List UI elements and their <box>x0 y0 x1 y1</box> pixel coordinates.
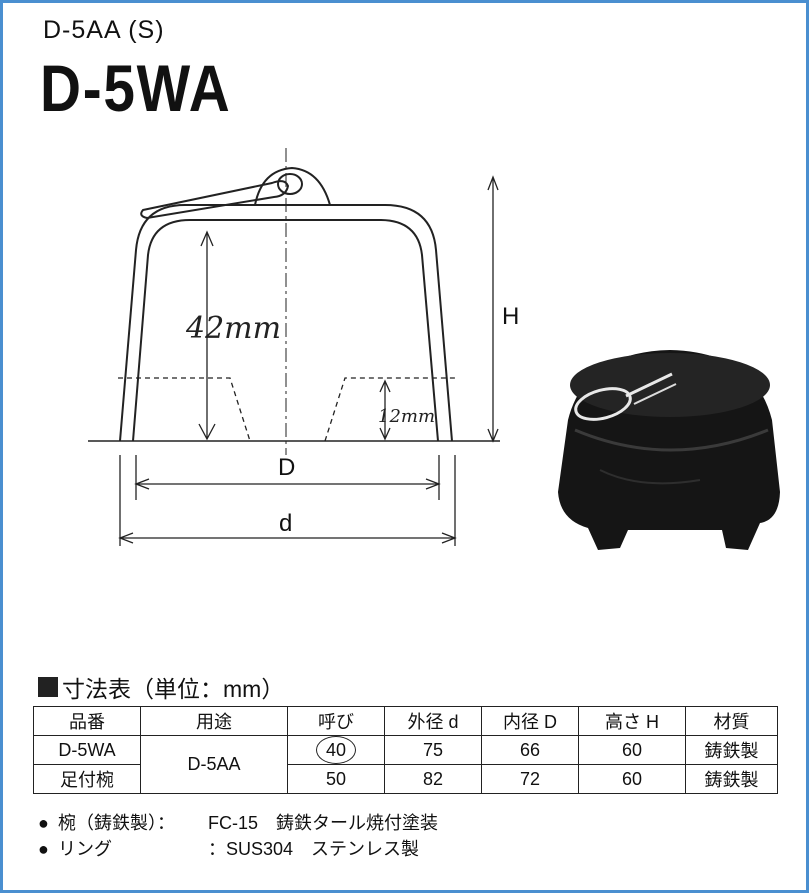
cell-inner: 72 <box>481 764 579 794</box>
annotation-12mm: 12mm <box>378 406 435 427</box>
note-label: 椀（鋳鉄製）： <box>58 813 175 833</box>
material-notes: ● 椀（鋳鉄製）： FC-15 鋳鉄タール焼付塗装 ● リング ：SUS304 … <box>38 810 438 862</box>
col-header-material: 材質 <box>685 706 778 736</box>
col-header-use: 用途 <box>140 706 288 736</box>
heading-square-icon <box>38 677 58 697</box>
col-header-height-H: 高さ H <box>578 706 686 736</box>
note-bullet-icon: ● <box>38 813 49 833</box>
cell-material: 鋳鉄製 <box>685 764 778 794</box>
ring-eye <box>277 173 303 195</box>
label-height-H: H <box>502 303 519 330</box>
annotation-42mm: 42mm <box>185 311 281 346</box>
col-header-model: 品番 <box>33 706 141 736</box>
note-value: FC-15 鋳鉄タール焼付塗装 <box>208 813 439 833</box>
foot-hidden-right <box>324 377 455 442</box>
bowl-outer-wall <box>119 204 453 442</box>
top-boss <box>254 166 331 206</box>
col-header-nominal: 呼び <box>287 706 385 736</box>
table-row: 足付椀 50 82 72 60 鋳鉄製 <box>33 764 778 794</box>
cell-material: 鋳鉄製 <box>685 735 778 765</box>
cell-outer: 75 <box>384 735 482 765</box>
col-header-inner-D: 内径 D <box>481 706 579 736</box>
cell-model-line2: 足付椀 <box>33 764 141 794</box>
label-outer-d: d <box>279 510 292 537</box>
cell-nominal: 40 <box>287 735 385 765</box>
dimension-table-heading: 寸法表（単位：mm） <box>38 670 284 704</box>
col-header-outer-d: 外径 d <box>384 706 482 736</box>
cell-nominal: 50 <box>287 764 385 794</box>
bowl-inner-wall <box>132 219 439 442</box>
cell-outer: 82 <box>384 764 482 794</box>
photo-ring <box>574 387 632 421</box>
note-bowl: ● 椀（鋳鉄製）： FC-15 鋳鉄タール焼付塗装 <box>38 810 438 836</box>
note-bullet-icon: ● <box>38 839 49 859</box>
ring-handle <box>140 180 290 220</box>
note-ring: ● リング ：SUS304 ステンレス製 <box>38 836 438 862</box>
cell-inner: 66 <box>481 735 579 765</box>
note-label: リング <box>58 839 112 859</box>
note-value: ：SUS304 ステンレス製 <box>208 839 420 859</box>
foot-hidden-left <box>118 377 251 442</box>
technical-drawing: 42mm 12mm H D d <box>88 148 780 550</box>
cell-model-line1: D-5WA <box>33 735 141 765</box>
dimension-table-heading-text: 寸法表（単位：mm） <box>62 676 285 702</box>
cell-nominal-circled: 40 <box>315 736 357 764</box>
label-inner-D: D <box>278 454 295 481</box>
table-header-row: 品番 用途 呼び 外径 d 内径 D 高さ H 材質 <box>33 706 778 736</box>
cell-height: 60 <box>578 764 686 794</box>
table-row: D-5WA D-5AA 40 75 66 60 鋳鉄製 <box>33 735 778 794</box>
product-photo <box>558 350 780 550</box>
model-title: D-5WA <box>40 51 232 125</box>
cell-use: D-5AA <box>140 735 288 794</box>
dimension-table: 品番 用途 呼び 外径 d 内径 D 高さ H 材質 D-5WA D-5AA 4… <box>33 706 778 794</box>
cell-height: 60 <box>578 735 686 765</box>
model-subtitle: D-5AA (S) <box>43 16 165 44</box>
